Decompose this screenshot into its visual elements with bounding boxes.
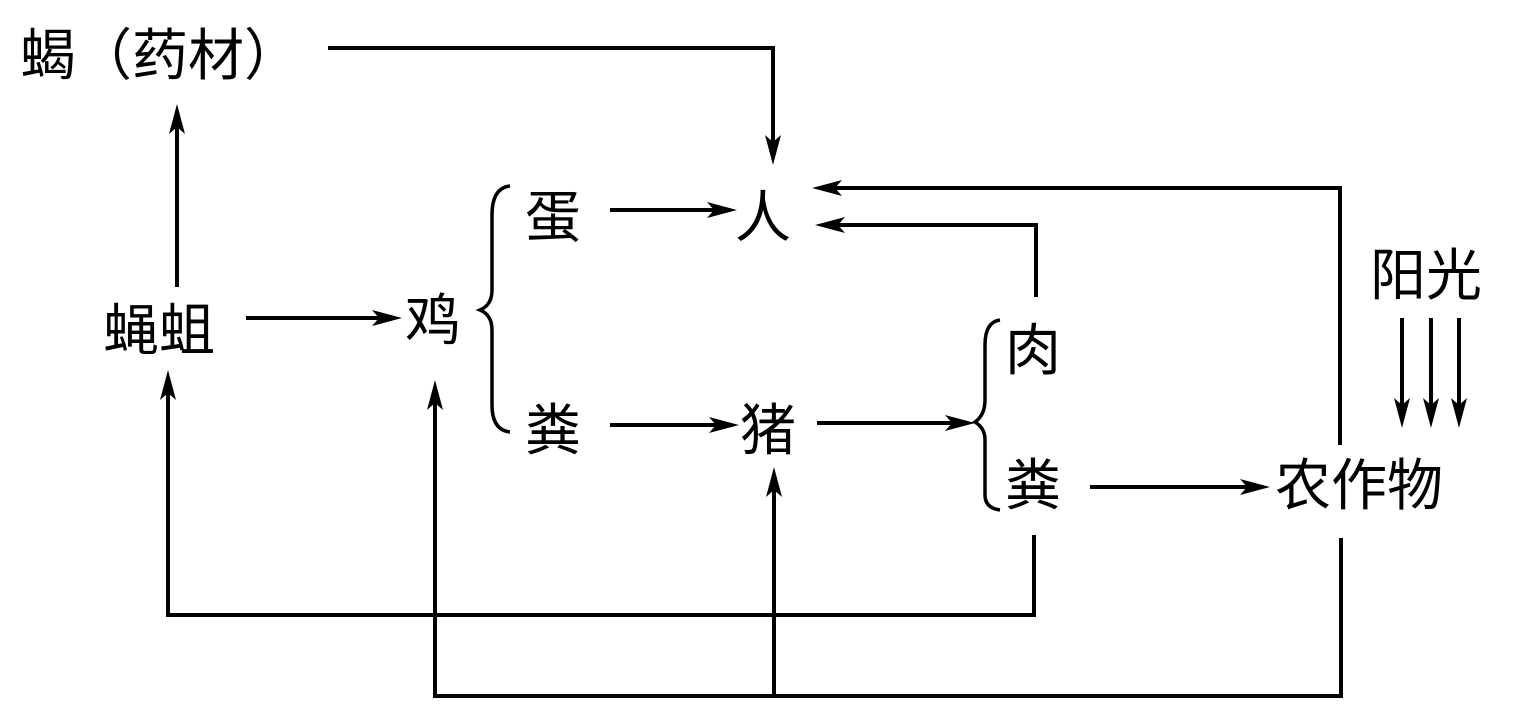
pig-brace xyxy=(971,318,1001,512)
node-human: 人 xyxy=(735,186,791,251)
arrowhead-right-icon xyxy=(372,310,402,326)
node-meat: 肉 xyxy=(1005,319,1061,384)
arrowhead-right-icon xyxy=(707,202,737,218)
node-pig: 猪 xyxy=(740,399,796,464)
edge-crops-to-human xyxy=(828,186,1342,445)
node-pig-manure: 粪 xyxy=(1005,454,1061,519)
arrowhead-left-icon xyxy=(815,217,845,233)
edge-scorpion-to-human xyxy=(328,46,775,150)
arrowhead-up-icon xyxy=(427,380,443,410)
node-crops: 农作物 xyxy=(1275,454,1443,519)
edge-meat-to-human xyxy=(830,223,1038,297)
arrowhead-down-icon xyxy=(1451,398,1467,428)
arrowhead-up-icon xyxy=(160,370,176,400)
arrowhead-right-icon xyxy=(945,415,975,431)
arrowhead-right-icon xyxy=(709,417,739,433)
arrowhead-down-icon xyxy=(1394,398,1410,428)
node-chicken-manure: 粪 xyxy=(525,399,581,464)
edge-crops-to-chicken xyxy=(433,395,1343,698)
node-maggot: 蝇蛆 xyxy=(103,299,215,364)
arrowhead-up-icon xyxy=(169,104,185,134)
arrowhead-down-icon xyxy=(1423,398,1439,428)
chicken-brace xyxy=(475,184,511,434)
arrowhead-down-icon xyxy=(765,135,781,165)
node-egg: 蛋 xyxy=(525,186,581,251)
node-chicken: 鸡 xyxy=(405,289,461,354)
arrowhead-right-icon xyxy=(1240,479,1270,495)
edge-pig-manure-to-maggot xyxy=(166,385,1036,617)
arrowhead-left-icon xyxy=(812,180,842,196)
arrowhead-up-icon xyxy=(766,467,782,497)
node-sunlight: 阳光 xyxy=(1370,244,1482,309)
node-scorpion: 蝎（药材） xyxy=(20,24,300,89)
